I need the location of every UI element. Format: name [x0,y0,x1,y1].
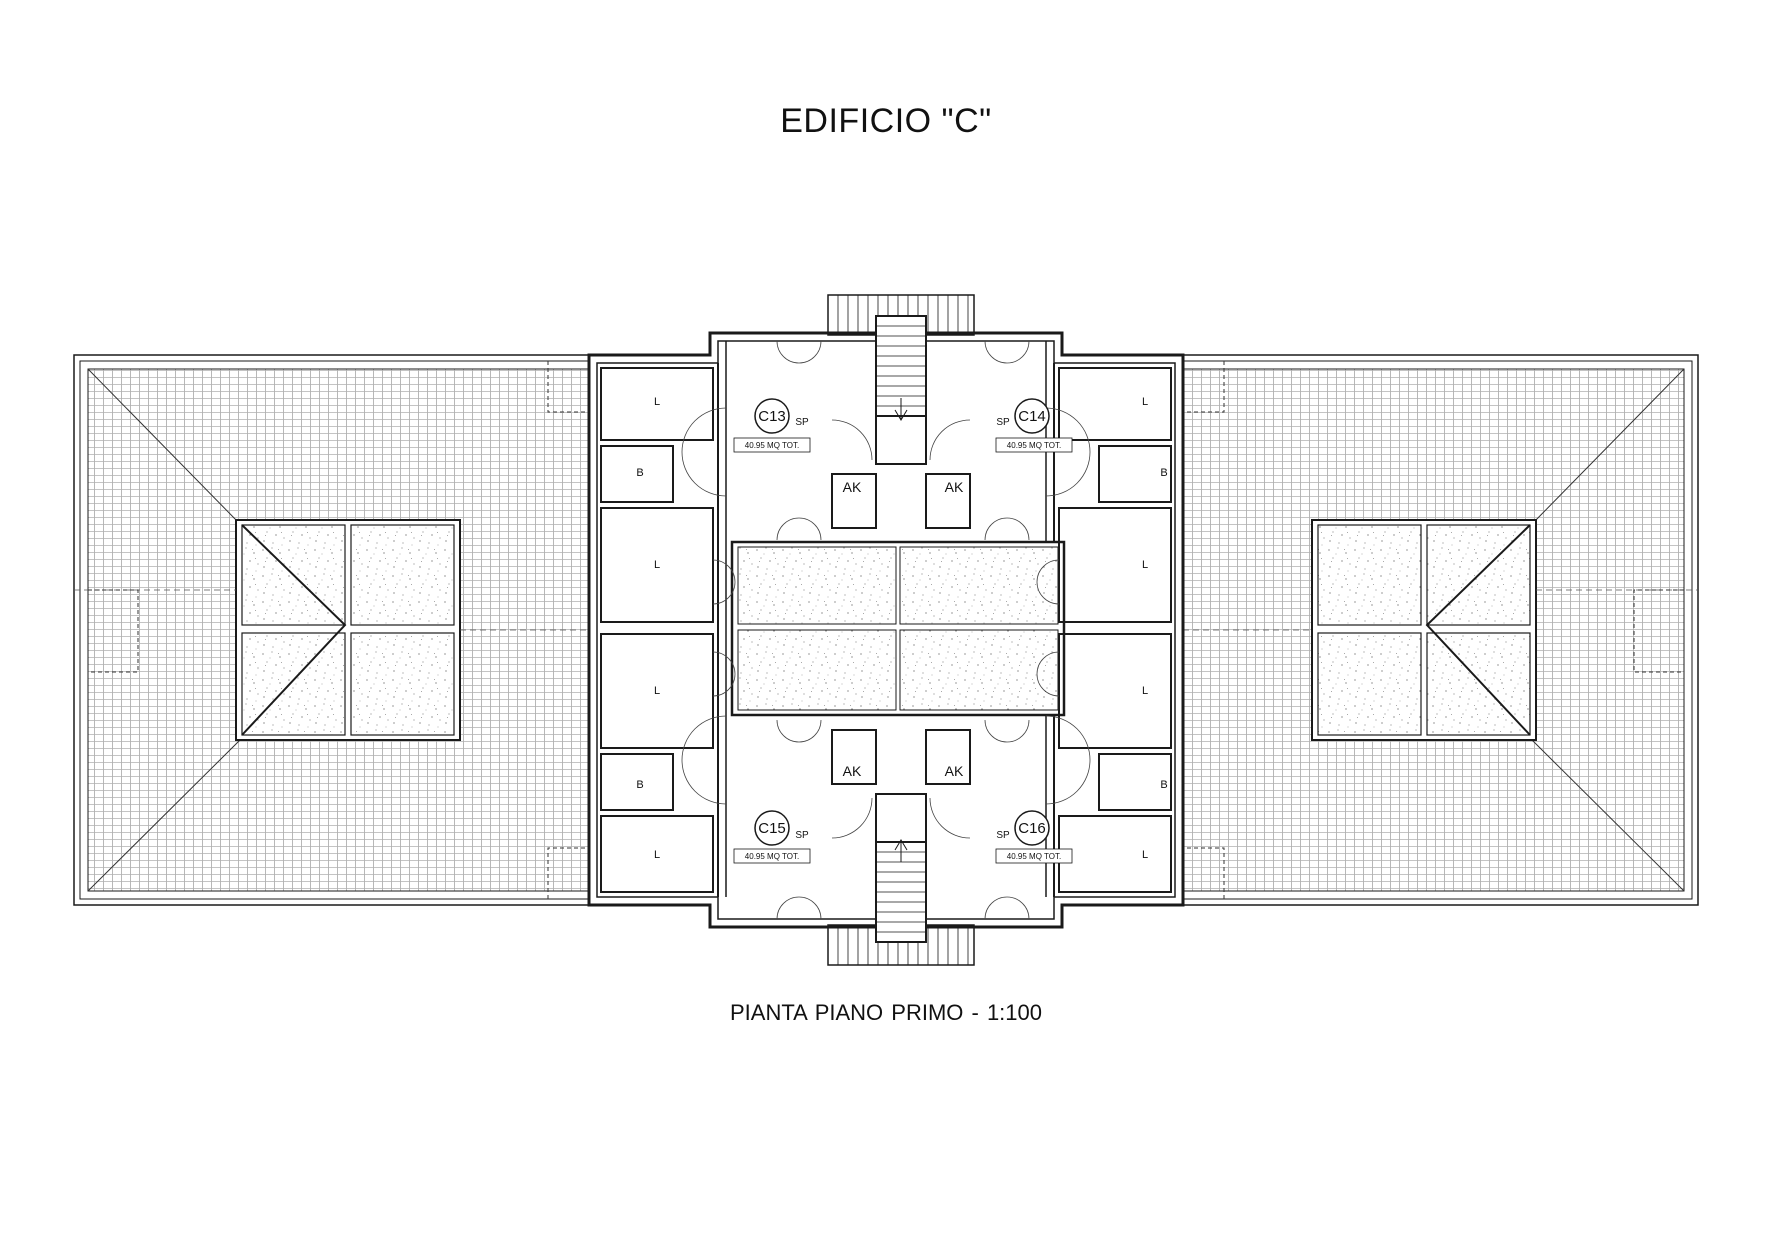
central-patio [730,540,1066,717]
bath-label: B [636,779,643,791]
unit-tag-c14: C14 SP 40.95 MQ TOT. [995,398,1073,453]
room-labels: L L L L L L L L B B B B AK AK AK AK [636,396,1167,861]
unit-id: C14 [1018,408,1046,425]
living-label: L [1142,685,1148,697]
unit-tag-c16: C16 SP 40.95 MQ TOT. [995,810,1073,864]
roof-left [73,354,590,906]
living-label: L [1142,396,1148,408]
kitchen-label: AK [945,479,964,495]
kitchen-label: AK [945,763,964,779]
stair-south [827,793,975,966]
roof-right [1182,354,1699,906]
sp-label: SP [795,417,809,428]
door-swings [681,340,1091,920]
stair-north [827,294,975,465]
sp-label: SP [996,417,1010,428]
side-rooms-left [600,367,714,893]
drawing-subtitle: PIANTA PIANO PRIMO - 1:100 [729,1000,1042,1025]
bath-label: B [1160,467,1167,479]
side-rooms-right [1058,367,1172,893]
living-label: L [654,849,660,861]
unit-tag-c15: C15 SP 40.95 MQ TOT. [733,810,811,864]
unit-area: 40.95 MQ TOT. [745,441,799,450]
living-label: L [1142,849,1148,861]
unit-tag-c13: C13 SP 40.95 MQ TOT. [733,398,811,453]
unit-id: C15 [758,820,786,837]
drawing-title: EDIFICIO "C" [780,102,992,140]
unit-id: C13 [758,408,786,425]
kitchen-label: AK [843,479,862,495]
central-block [587,331,1185,929]
kitchen-walls [831,473,971,785]
unit-area: 40.95 MQ TOT. [745,852,799,861]
bath-label: B [636,467,643,479]
living-label: L [654,396,660,408]
unit-area: 40.95 MQ TOT. [1007,441,1061,450]
unit-id: C16 [1018,820,1046,837]
living-label: L [654,559,660,571]
sp-label: SP [996,830,1010,841]
living-label: L [1142,559,1148,571]
kitchen-label: AK [843,763,862,779]
bath-label: B [1160,779,1167,791]
living-label: L [654,685,660,697]
unit-area: 40.95 MQ TOT. [1007,852,1061,861]
sp-label: SP [795,830,809,841]
